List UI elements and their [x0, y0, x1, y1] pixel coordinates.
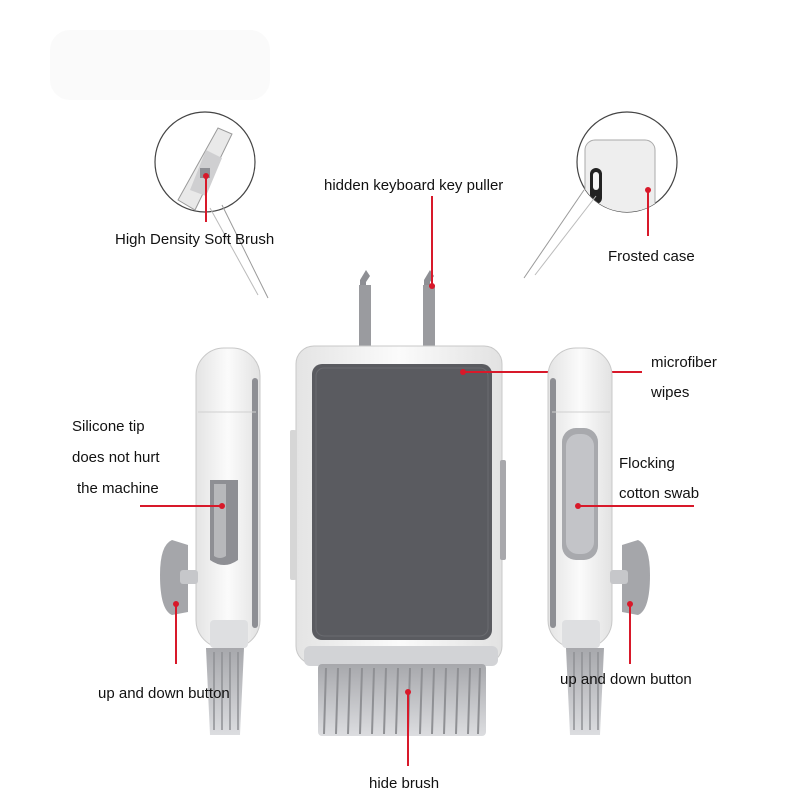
label-microfiber-line1: microfiber	[651, 354, 717, 371]
left-pen-tool	[160, 347, 261, 735]
label-frosted-case: Frosted case	[608, 248, 695, 265]
label-key-puller: hidden keyboard key puller	[324, 177, 504, 194]
label-updown-left: up and down button	[98, 685, 230, 702]
hide-brush-bristles	[318, 664, 486, 736]
label-hide-brush: hide brush	[369, 775, 440, 792]
center-cleaning-device	[290, 345, 506, 666]
right-pen-tool	[547, 347, 650, 735]
zoom-circle-frosted-case	[523, 111, 678, 279]
label-silicone-line1: Silicone tip	[72, 418, 145, 435]
label-flocking-line2: cotton swab	[619, 485, 700, 502]
key-puller-prongs	[359, 270, 435, 350]
label-microfiber-line2: wipes	[651, 384, 690, 401]
label-updown-right: up and down button	[560, 671, 692, 688]
microfiber-wipe-pad	[312, 364, 492, 640]
label-flocking-line1: Flocking	[619, 455, 675, 472]
label-silicone-line3: the machine	[77, 480, 159, 497]
zoom-circle-soft-brush	[154, 111, 269, 299]
label-soft-brush: High Density Soft Brush	[115, 231, 275, 248]
watermark-haze	[50, 30, 270, 100]
label-silicone-line2: does not hurt	[72, 449, 160, 466]
